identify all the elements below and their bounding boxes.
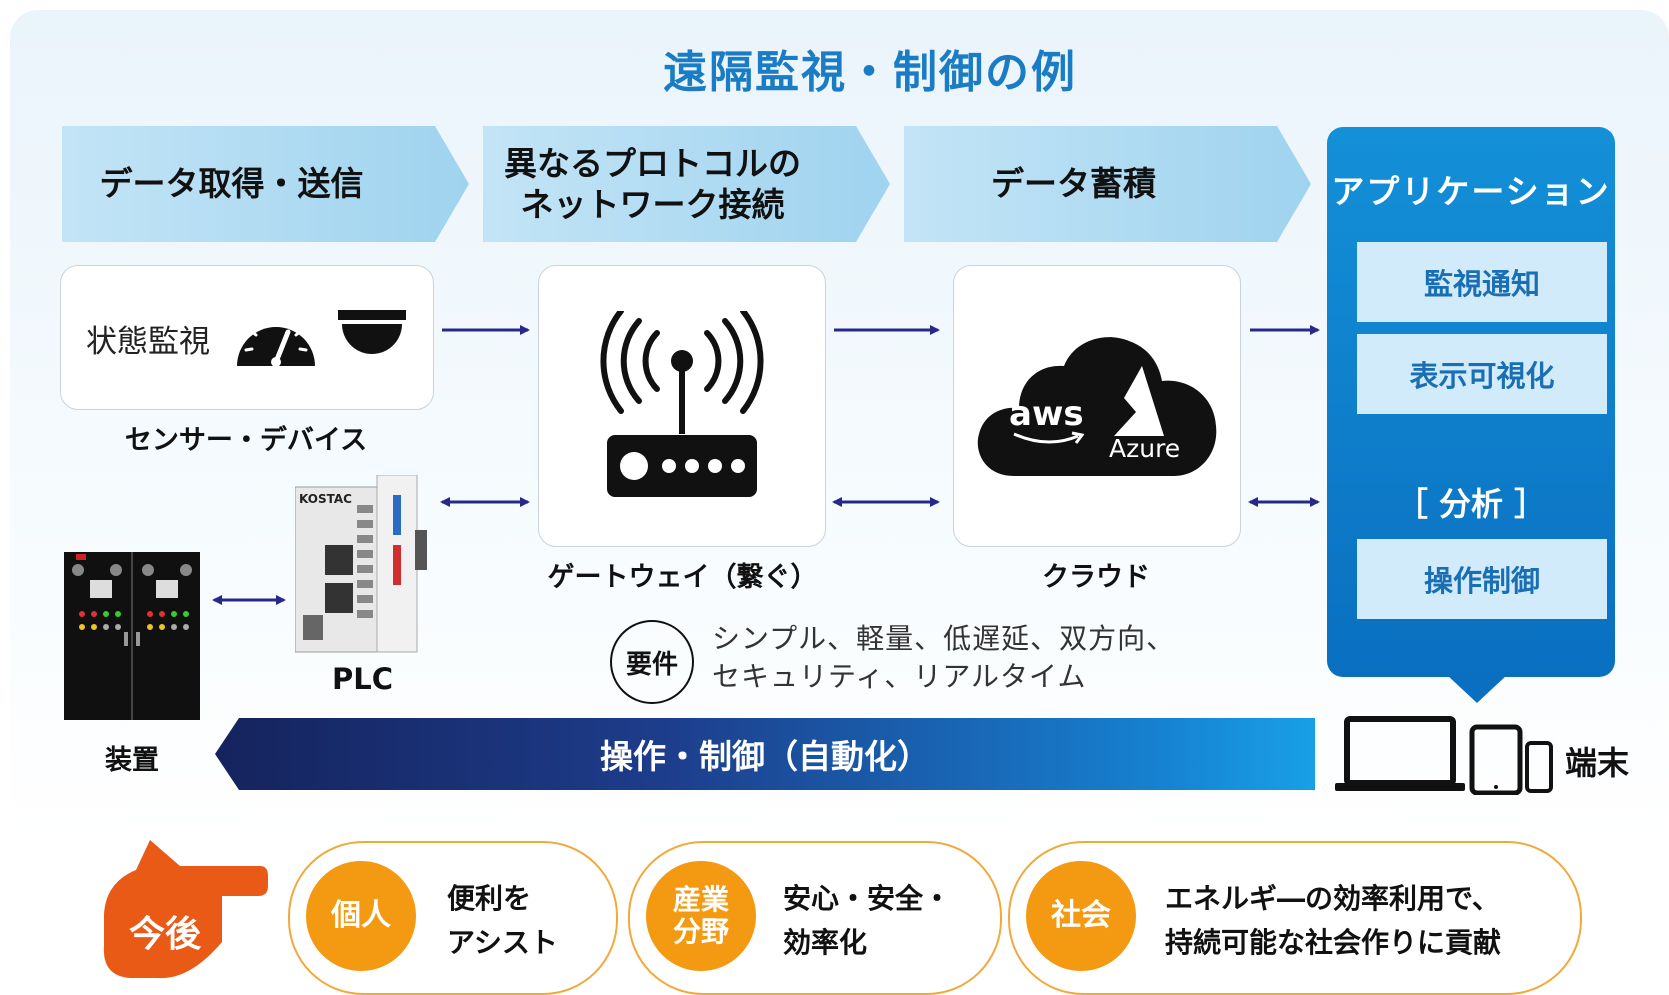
future-text-line: アシスト [447, 926, 558, 959]
aws-logo-text: aws [1009, 394, 1084, 434]
wifi-router-icon [600, 311, 764, 497]
step-label-line: データ取得・送信 [99, 164, 364, 204]
future-item-industry: 産業分野 安心・安全・ 効率化 [628, 841, 1002, 995]
terminal-caption: 端末 [1565, 744, 1630, 782]
badge-line: 個人 [331, 897, 391, 933]
future-text-line: 便利を [447, 882, 532, 915]
sensor-text: 状態監視 [86, 324, 210, 360]
step-data-storage: データ蓄積 [904, 126, 1311, 242]
step-data-acquisition: データ取得・送信 [62, 126, 469, 242]
page-title: 遠隔監視・制御の例 [663, 47, 1077, 98]
badge-line: 分野 [672, 915, 729, 948]
gauge-icon [237, 317, 315, 367]
future-text-line: 安心・安全・ [783, 882, 952, 915]
sensor-card: 状態監視 [60, 265, 434, 410]
future-badge: 産業分野 [646, 861, 756, 971]
future-badge: 個人 [306, 861, 416, 971]
badge-line: 産業 [672, 882, 729, 916]
pointing-hand-icon [103, 840, 268, 979]
terminal-devices-icon [1335, 716, 1553, 795]
analysis-label: ［ 分析 ］ [1395, 485, 1547, 523]
future-text: 便利を アシスト [447, 877, 558, 965]
app-item-control: 操作制御 [1357, 539, 1607, 619]
control-cabinet-icon [64, 552, 200, 720]
application-title: アプリケーション [1331, 172, 1611, 211]
cloud-caption: クラウド [1042, 562, 1150, 593]
future-item-personal: 個人 便利を アシスト [288, 841, 618, 995]
badge-line: 社会 [1051, 897, 1111, 933]
future-text-line: エネルギ―の効率利用で、 [1165, 882, 1500, 915]
gateway-card [538, 265, 826, 547]
step-network-connection: 異なるプロトコルのネットワーク接続 [483, 126, 890, 242]
requirements-line: シンプル、軽量、低遅延、双方向、 [712, 622, 1176, 655]
control-automation-bar: 操作・制御（自動化） [215, 718, 1315, 790]
plc-icon: KOSTAC [295, 475, 427, 653]
plc-brand: KOSTAC [299, 492, 352, 506]
future-badge: 社会 [1026, 861, 1136, 971]
cloud-card: aws Azure [953, 265, 1241, 547]
sensor-caption: センサー・デバイス [124, 425, 368, 456]
device-caption: 装置 [105, 745, 159, 776]
dome-camera-icon [338, 310, 406, 354]
step-label-line: ネットワーク接続 [520, 185, 785, 224]
plc-caption: PLC [331, 662, 394, 696]
requirements-line: セキュリティ、リアルタイム [712, 660, 1087, 693]
requirements-badge: 要件 [610, 620, 694, 704]
azure-logo-text: Azure [1109, 434, 1181, 463]
step-label-line: データ蓄積 [991, 164, 1156, 204]
future-item-society: 社会 エネルギ―の効率利用で、 持続可能な社会作りに貢献 [1008, 841, 1582, 995]
future-text-line: 効率化 [783, 926, 868, 959]
future-text: 安心・安全・ 効率化 [783, 877, 951, 965]
gateway-caption: ゲートウェイ（繋ぐ） [547, 562, 818, 593]
step-label-line: 異なるプロトコルの [504, 143, 801, 183]
requirements-text: シンプル、軽量、低遅延、双方向、 セキュリティ、リアルタイム [712, 620, 1175, 696]
application-panel: アプリケーション 監視通知 表示可視化 ［ 分析 ］ 操作制御 [1327, 127, 1615, 677]
aws-smile-icon [1013, 431, 1084, 444]
future-text: エネルギ―の効率利用で、 持続可能な社会作りに貢献 [1165, 877, 1501, 965]
app-item-visualization: 表示可視化 [1357, 334, 1607, 414]
callout-pointer [1447, 675, 1507, 703]
control-bar-label: 操作・制御（自動化） [600, 737, 930, 776]
future-text-line: 持続可能な社会作りに貢献 [1165, 926, 1502, 959]
future-label: 今後 [128, 914, 201, 955]
app-item-monitoring: 監視通知 [1357, 242, 1607, 322]
